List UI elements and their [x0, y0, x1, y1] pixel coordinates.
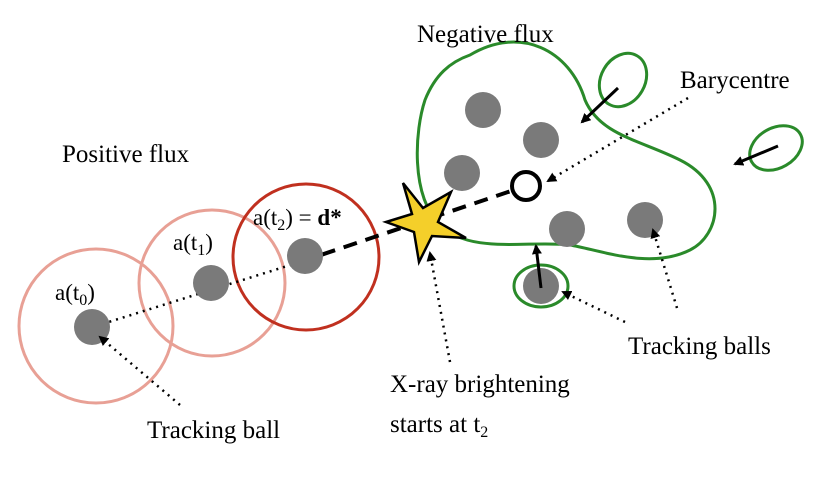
xray-label-main: starts at t — [390, 411, 480, 438]
tracking-circle-t1 — [137, 208, 287, 358]
negative-ball — [444, 155, 480, 191]
tracking-ball-pointer-arrow — [98, 335, 181, 406]
barycentre-marker — [510, 170, 542, 202]
xray-label-line1: X-ray brightening — [390, 371, 570, 398]
xray-label-line2: starts at t2 — [390, 411, 488, 441]
a-t1-sub: 1 — [197, 242, 205, 259]
a-t2-dstar: d* — [317, 205, 341, 230]
motion-arrow-top — [580, 86, 620, 124]
negative-ball — [523, 122, 559, 158]
positive-flux-label: Positive flux — [62, 141, 190, 168]
xray-pointer-arrow — [426, 251, 452, 363]
small-flux-ellipse-top — [597, 51, 649, 109]
xray-label-sub: 2 — [480, 424, 488, 441]
small-flux-ellipse-bottom — [512, 263, 570, 309]
motion-arrow-right — [733, 144, 779, 166]
a-t1-main: a(t — [173, 230, 198, 255]
negative-ball — [465, 92, 501, 128]
a-t0-sub: 0 — [79, 292, 87, 309]
positive-ball-t2 — [287, 238, 323, 274]
a-t2-main: a(t — [253, 205, 278, 230]
tracking-balls-label: Tracking balls — [628, 333, 771, 360]
small-flux-ellipse-right — [748, 124, 804, 172]
barycentre-pointer-arrow — [546, 96, 689, 183]
a-t1-label: a(t1) — [173, 230, 213, 259]
a-t2-sub: 2 — [277, 217, 285, 234]
negative-ball — [627, 202, 663, 238]
a-t0-main: a(t — [55, 280, 80, 305]
negative-flux-region — [415, 40, 717, 261]
tracking-circle-t2 — [231, 182, 381, 332]
barycentre-label: Barycentre — [680, 67, 790, 94]
tracking-balls-pointer-arrow-1 — [650, 228, 679, 309]
a-t2-mid: ) = — [285, 205, 317, 230]
negative-flux-label: Negative flux — [417, 21, 554, 48]
tracking-circle-t0 — [17, 247, 175, 405]
a-t1-end: ) — [205, 230, 213, 255]
positive-ball-t1 — [193, 265, 229, 301]
a-t0-end: ) — [87, 280, 95, 305]
negative-ball — [549, 211, 585, 247]
tracking-ball-label: Tracking ball — [147, 417, 280, 444]
tracking-balls-pointer-arrow-2 — [561, 290, 626, 324]
a-t2-label: a(t2) = d* — [253, 205, 342, 234]
motion-arrow-bottom — [531, 244, 543, 289]
xray-star-icon — [382, 182, 467, 266]
a-t0-label: a(t0) — [55, 280, 95, 309]
